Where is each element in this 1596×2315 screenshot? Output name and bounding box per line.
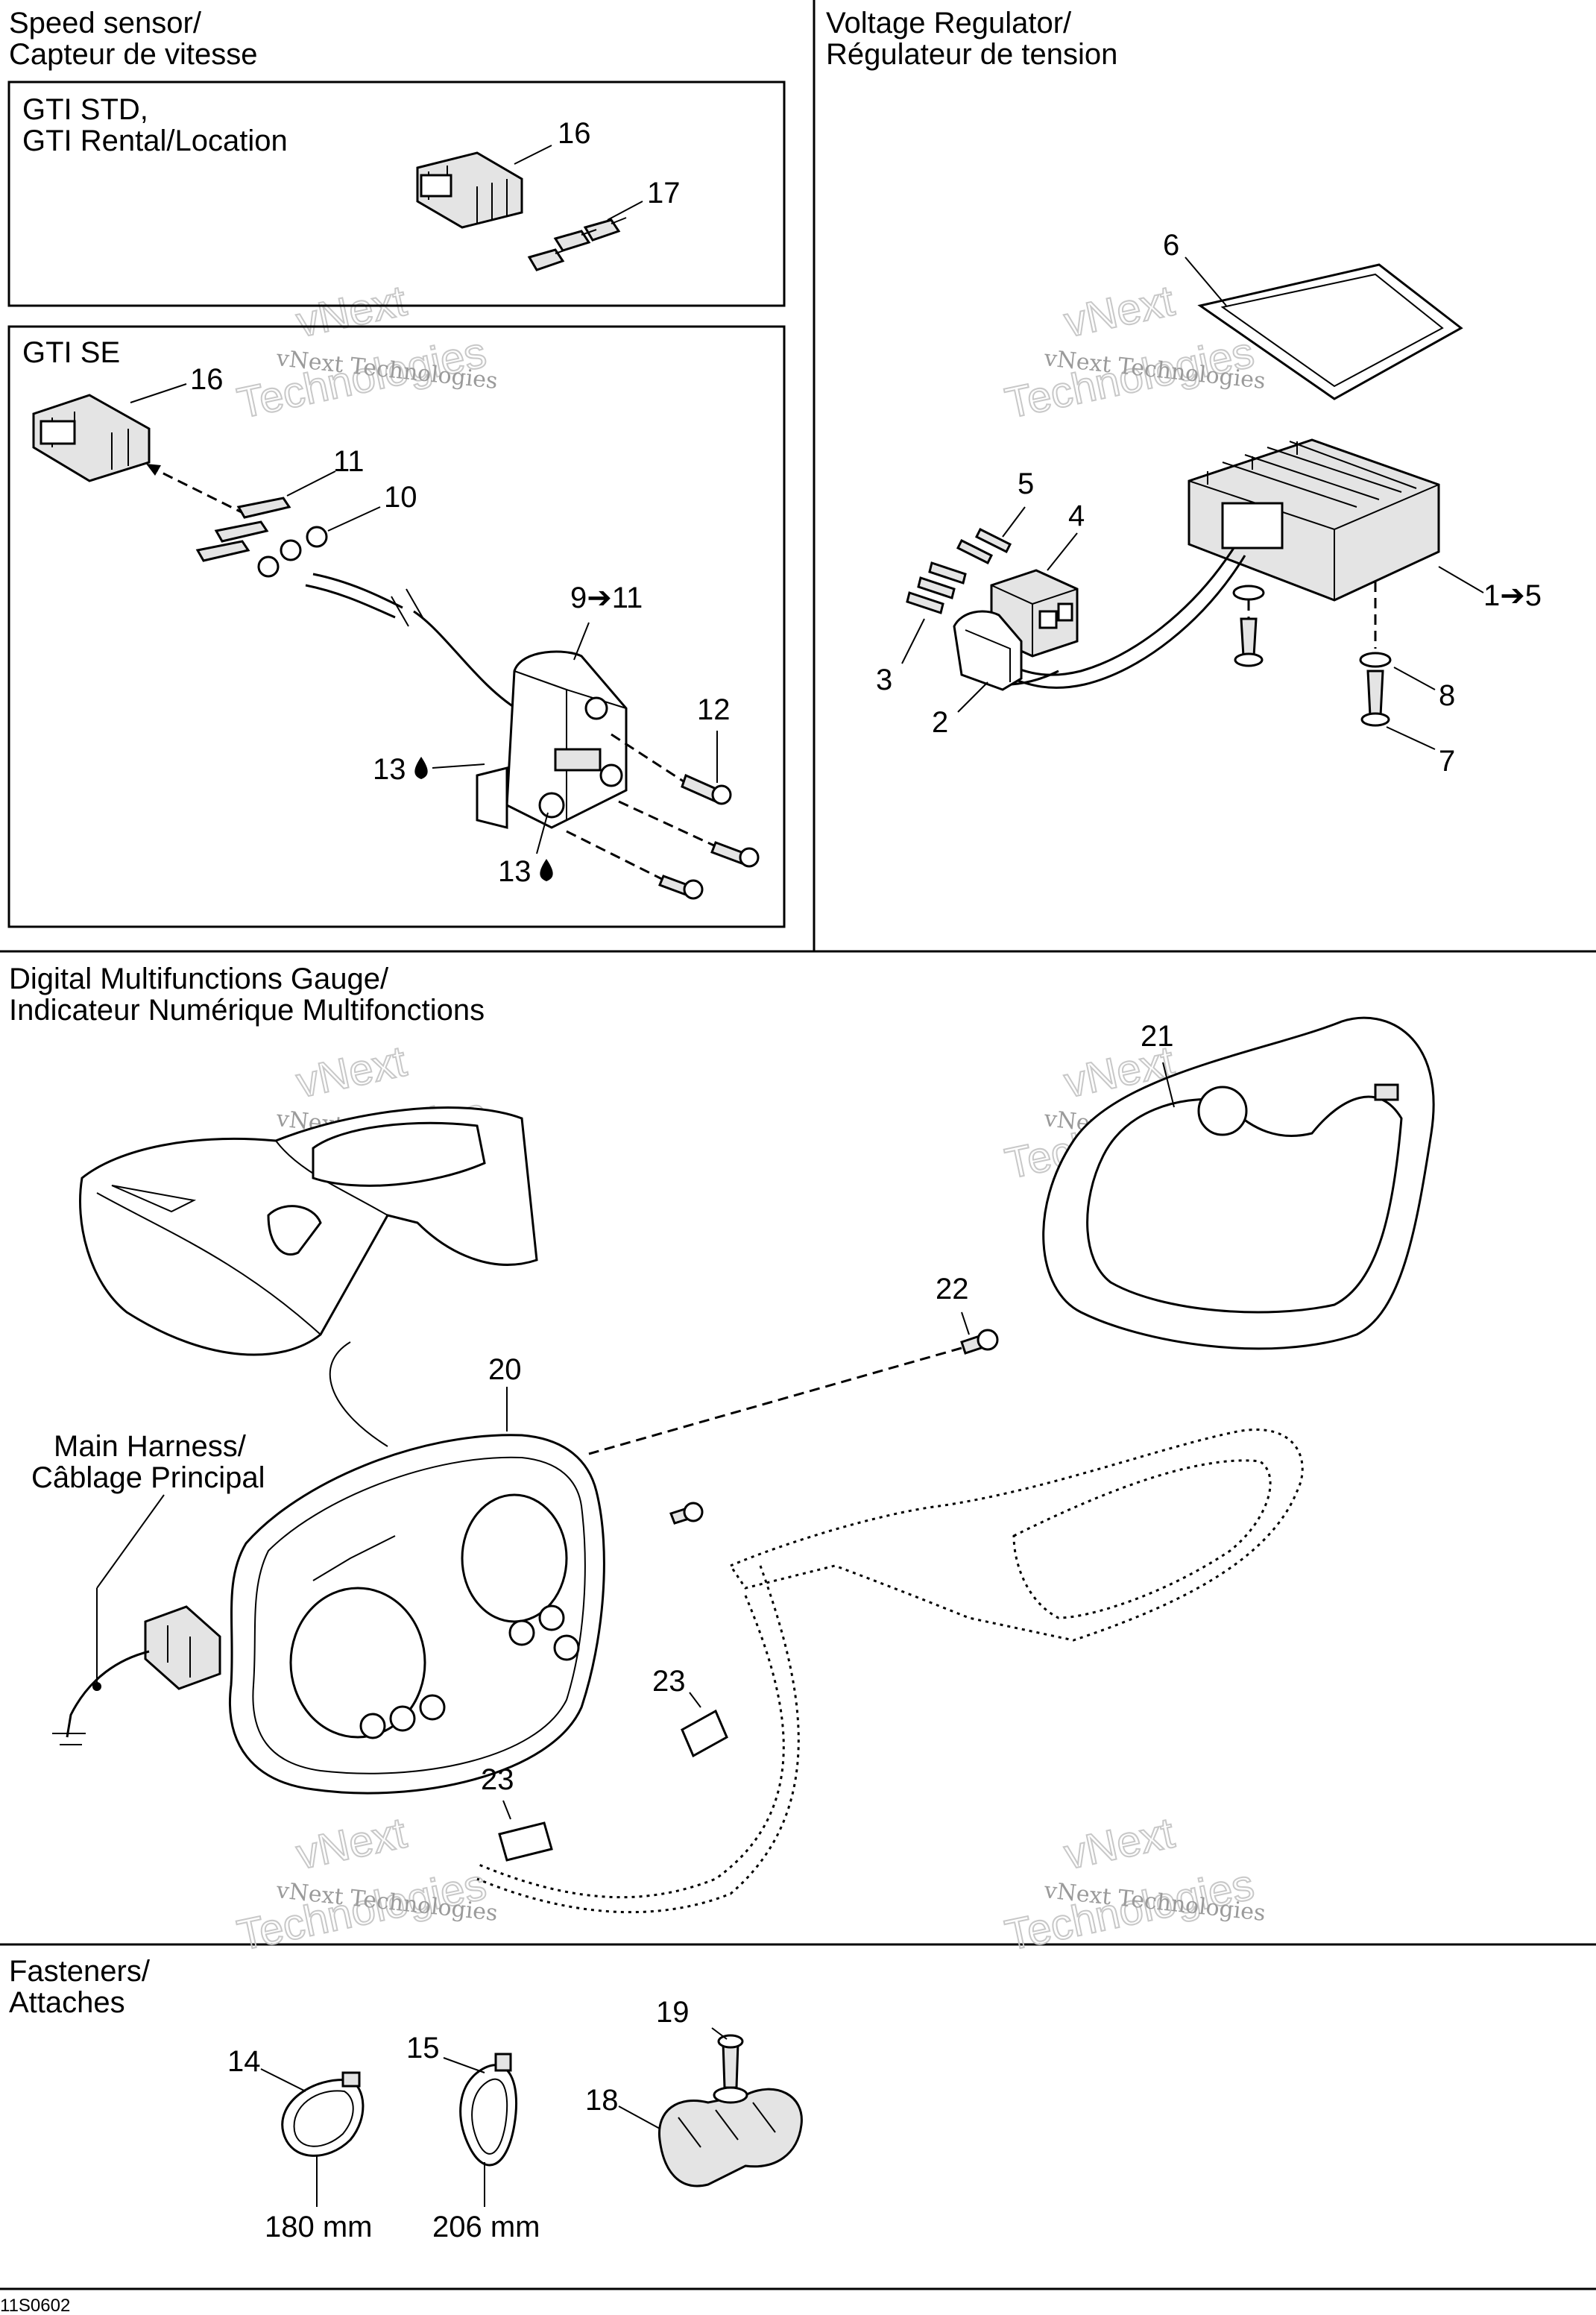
drop-icon [414,757,428,779]
seals-10-drawing [257,526,328,578]
callout-16-se: 16 [190,363,224,396]
callout-10: 10 [384,481,417,514]
watermark: vNext Technologies vNext Technologies [1000,1808,1267,1961]
section-title-voltage-regulator-fr: Régulateur de tension [826,38,1117,71]
callout-13-lower: 13 [498,855,532,888]
box-gti-std [7,81,786,307]
gauge-cover-drawing [79,1106,538,1447]
clamp-18-drawing [657,2086,803,2188]
section-title-gauge-en: Digital Multifunctions Gauge/ [9,963,389,995]
callout-16-std: 16 [558,117,591,150]
callout-9-to-11: 9➔11 [570,582,643,614]
callout-12: 12 [697,693,731,726]
callout-17: 17 [647,177,681,210]
section-title-voltage-regulator-en: Voltage Regulator/ [826,7,1072,40]
section-title-gauge-fr: Indicateur Numérique Multifonctions [9,994,485,1027]
pins-5-drawing [956,527,1012,565]
callout-8: 8 [1439,679,1455,712]
pins-3-drawing [906,561,967,614]
pins-11-drawing [195,497,291,562]
callout-22: 22 [936,1273,969,1305]
callout-3: 3 [876,664,892,696]
callout-21: 21 [1141,1020,1174,1053]
callout-20: 20 [488,1353,522,1386]
gauge-20-drawing [229,1434,605,1795]
callout-6: 6 [1163,229,1179,262]
svg-text:vNext: vNext [292,1809,411,1879]
dimension-180mm: 180 mm [265,2211,373,2243]
callout-23-lower: 23 [481,1763,514,1796]
section-title-speed-sensor-fr: Capteur de vitesse [9,38,258,71]
callout-7: 7 [1439,745,1455,778]
callout-4: 4 [1068,500,1085,532]
section-fasteners: Fasteners/ Attaches 14 180 mm 15 206 mm … [9,1955,803,2243]
box-label-gti-se: GTI SE [22,336,120,369]
section-digital-gauge: Digital Multifunctions Gauge/ Indicateur… [9,963,1435,1914]
section-speed-sensor: Speed sensor/ Capteur de vitesse GTI STD… [7,7,786,928]
gasket-6-drawing [1197,263,1463,400]
main-harness-label-en: Main Harness/ [54,1430,247,1463]
bezel-21-drawing [1042,1016,1435,1350]
pins-17-drawing [527,217,627,271]
main-harness-connector-drawing [144,1605,221,1690]
callout-15: 15 [406,2032,440,2064]
callout-11: 11 [333,445,365,478]
callout-13-upper: 13 [373,753,406,786]
callout-23-upper: 23 [652,1665,686,1698]
main-harness-label-fr: Câblage Principal [31,1461,265,1494]
callout-19: 19 [656,1996,690,2029]
box-label-gti-std: GTI STD, [22,93,148,126]
watermark: vNext Technologies vNext Technologies [233,1808,499,1961]
svg-text:vNext: vNext [1060,277,1179,347]
connector-2-drawing [953,610,1023,691]
diagram-code: 11S0602 [0,2296,70,2315]
connector-16-se-drawing [32,394,151,482]
callout-5: 5 [1018,467,1034,500]
dimension-206mm: 206 mm [432,2211,540,2243]
callout-2: 2 [932,706,948,739]
svg-text:vNext: vNext [292,277,411,347]
callout-1-to-5: 1➔5 [1483,579,1542,612]
connector-16-drawing [416,151,523,229]
callout-14: 14 [227,2045,261,2078]
section-title-speed-sensor-en: Speed sensor/ [9,7,202,40]
section-title-fasteners-fr: Attaches [9,1986,125,2019]
callout-18: 18 [585,2084,619,2117]
box-label-gti-rental: GTI Rental/Location [22,125,288,157]
box-gti-se [7,325,786,928]
speed-sensor-drawing [476,650,628,829]
section-title-fasteners-en: Fasteners/ [9,1955,151,1988]
svg-text:vNext: vNext [1060,1809,1179,1879]
watermark: vNext Technologies vNext Technologies [233,276,499,429]
regulator-1-drawing [1187,438,1440,602]
section-voltage-regulator: Voltage Regulator/ Régulateur de tension… [826,7,1542,778]
svg-text:vNext: vNext [292,1037,411,1107]
drop-icon [540,859,553,881]
